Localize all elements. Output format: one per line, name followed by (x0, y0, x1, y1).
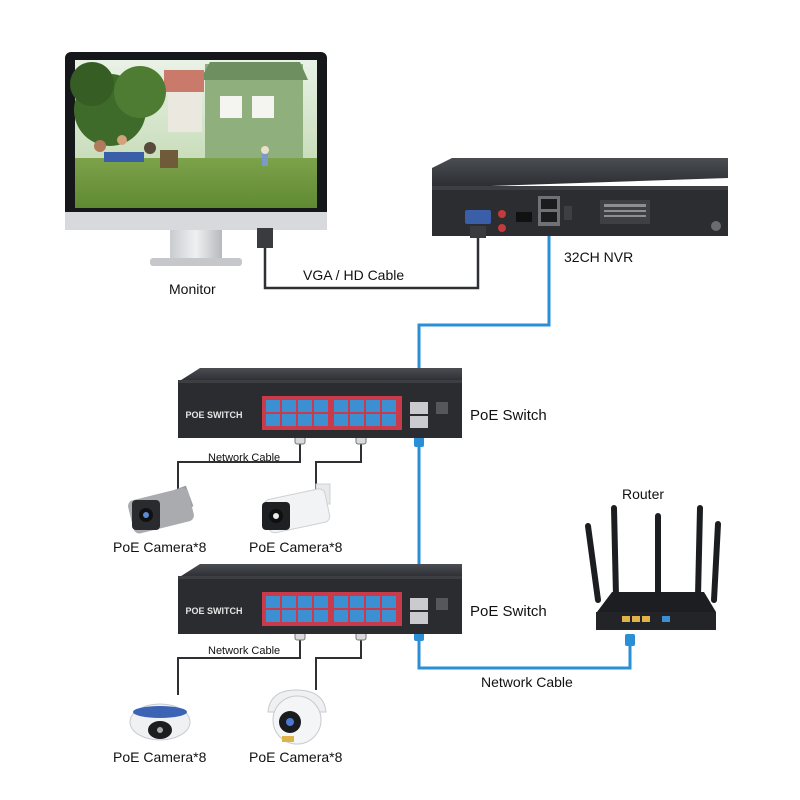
network-cable-label: Network Cable (481, 674, 573, 690)
poe-switch-label: PoE Switch (470, 603, 547, 620)
nvr-label: 32CH NVR (564, 249, 633, 265)
switch-face-label: POE SWITCH (185, 410, 242, 420)
monitor-label: Monitor (169, 281, 216, 297)
router-icon (585, 505, 721, 630)
network-cable-switch-router (417, 635, 632, 670)
network-cable-label: Network Cable (208, 452, 280, 464)
monitor-icon (65, 52, 327, 266)
poe-switch-icon: POE SWITCH (178, 564, 462, 634)
bullet-camera-icon (262, 483, 331, 534)
network-cable-nvr-switch (417, 232, 551, 378)
camera-cable-4 (315, 633, 362, 690)
camera-cable-1 (177, 438, 301, 492)
vga-cable-label: VGA / HD Cable (303, 267, 404, 283)
vga-hd-cable (263, 236, 480, 290)
camera-cable-3 (177, 633, 301, 695)
camera-cable-2 (315, 438, 362, 492)
network-cable-label: Network Cable (208, 645, 280, 657)
camera-label: PoE Camera*8 (249, 539, 343, 555)
turret-camera-icon (267, 689, 327, 745)
camera-label: PoE Camera*8 (113, 749, 207, 765)
nvr-icon (432, 158, 728, 238)
poe-switch-label: PoE Switch (470, 407, 547, 424)
poe-switch-icon: POE SWITCH (178, 368, 462, 438)
bullet-camera-icon (128, 485, 194, 534)
switch-face-label: POE SWITCH (185, 606, 242, 616)
router-label: Router (622, 486, 664, 502)
camera-label: PoE Camera*8 (113, 539, 207, 555)
camera-label: PoE Camera*8 (249, 749, 343, 765)
dome-camera-icon (129, 703, 191, 741)
